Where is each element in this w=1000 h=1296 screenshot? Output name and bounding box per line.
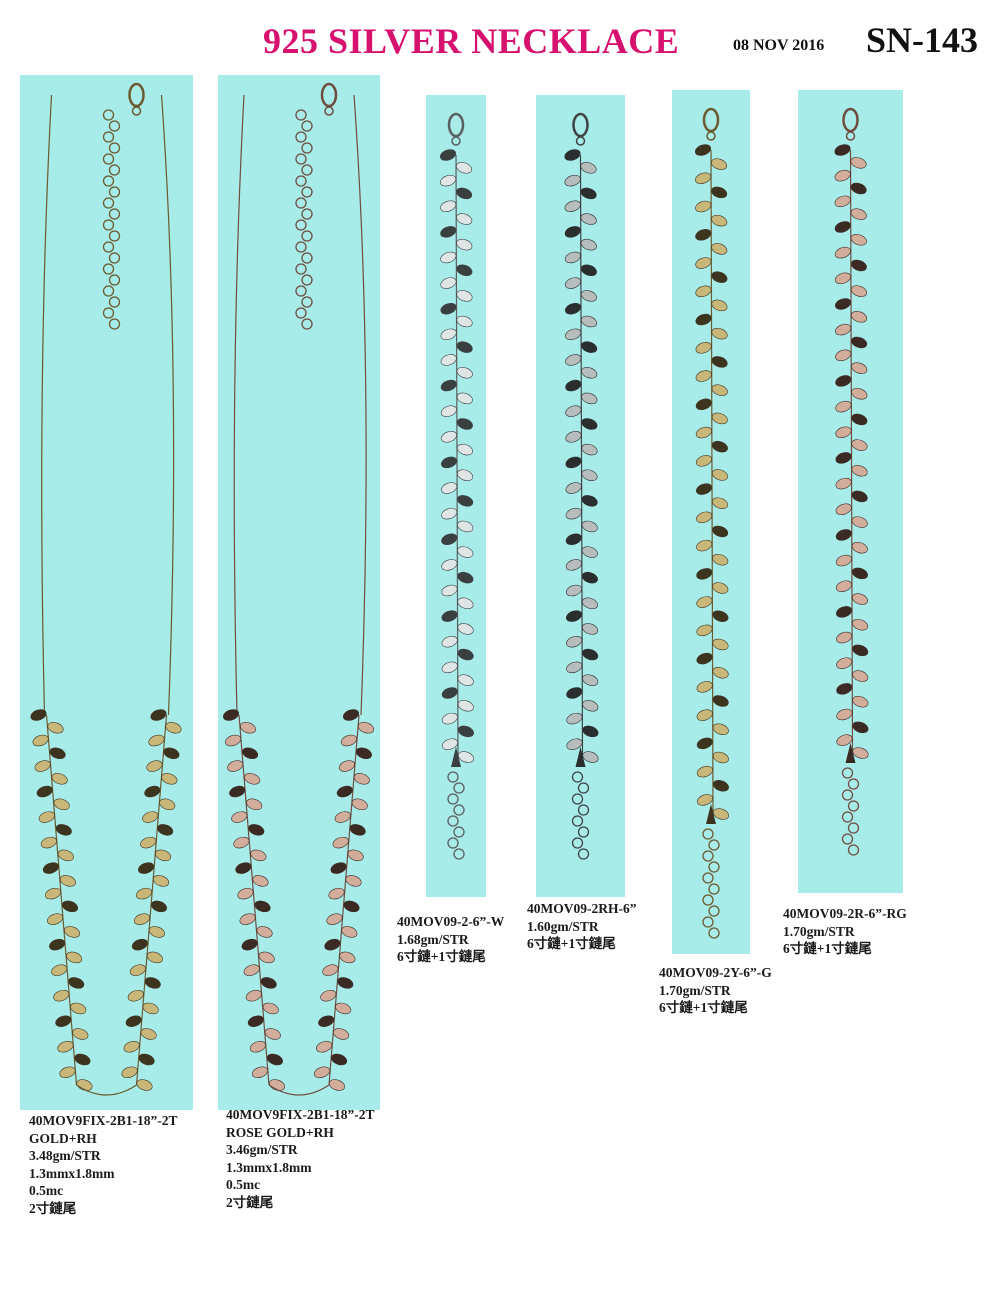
spec: 0.5mc [29,1183,64,1198]
extender-chain [447,771,465,860]
catalog-code: SN-143 [866,20,979,60]
product-photo-bracelet-rose [798,90,903,893]
product-photo-bracelet-rhodium [536,95,625,897]
necklace-chain [41,94,175,716]
weight: 1.60gm/STR [527,918,599,934]
chain-tag [845,743,856,763]
weight: 1.70gm/STR [783,923,855,939]
page-header: 925 SILVER NECKLACE 08 NOV 2016 SN-143 [0,18,1000,68]
extender-chain [841,767,860,856]
item-code: 40MOV09-2-6”-W [397,914,505,929]
necklace-rose-illustration [222,82,374,1096]
size: 1.3mmx1.8mm [29,1165,115,1181]
product-photo-bracelet-gold [672,90,750,954]
product-photo-necklace-rose [218,75,380,1110]
bracelet-rose-illustration [834,107,869,856]
weight: 1.68gm/STR [397,931,469,947]
leaf-charms-right [121,709,182,1091]
size: 1.3mmx1.8mm [226,1159,312,1175]
leaf-charms-right [314,709,374,1091]
note: 6寸鏈+1寸鏈尾 [783,941,872,956]
clasp-icon [842,107,859,141]
item-code: 40MOV09-2R-6”-RG [783,906,907,921]
product-caption-5: 40MOV09-2Y-6”-G 1.70gm/STR 6寸鏈+1寸鏈尾 [659,964,772,1017]
extender-chain [702,828,720,939]
product-photo-necklace-gold [20,75,193,1110]
bracelet-white-illustration [439,112,475,860]
product-photo-bracelet-white [426,95,486,897]
product-caption-1: 40MOV9FIX-2B1-18”-2T GOLD+RH 3.48gm/STR … [29,1112,178,1217]
catalog-date: 08 NOV 2016 [733,37,825,54]
item-code: 40MOV9FIX-2B1-18”-2T [226,1107,375,1122]
weight: 3.48gm/STR [29,1148,101,1163]
note: 6寸鏈+1寸鏈尾 [659,1000,748,1015]
chain-tag [575,747,586,767]
clasp-icon [702,107,720,141]
bracelet-rhodium-illustration [564,112,599,860]
leaf-charms-bottom [76,1084,137,1096]
item-code: 40MOV9FIX-2B1-18”-2T [29,1113,178,1128]
leaf-charms [564,149,599,763]
weight: 3.46gm/STR [226,1142,298,1157]
necklace-gold-illustration [30,82,182,1096]
plating: ROSE GOLD+RH [226,1124,334,1140]
extender-chain [571,771,590,860]
extender-chain [102,109,121,330]
bracelet-gold-illustration [694,107,730,939]
spec: 0.5mc [226,1177,261,1192]
clasp-icon [320,82,338,116]
item-code: 40MOV09-2Y-6”-G [659,965,772,980]
product-caption-3: 40MOV09-2-6”-W 1.68gm/STR 6寸鏈+1寸鏈尾 [397,913,504,966]
note: 2寸鏈尾 [226,1194,274,1210]
leaf-charms [439,149,475,763]
necklace-chain [233,94,367,716]
plating: GOLD+RH [29,1130,97,1146]
leaf-charms-left [222,709,286,1091]
clasp-icon [572,112,589,146]
item-code: 40MOV09-2RH-6” [527,901,637,916]
product-caption-6: 40MOV09-2R-6”-RG 1.70gm/STR 6寸鏈+1寸鏈尾 [783,905,907,958]
note: 2寸鏈尾 [29,1200,77,1216]
chain-tag [706,804,716,824]
note: 6寸鏈+1寸鏈尾 [527,936,616,951]
leaf-charms [694,144,730,820]
extender-chain [295,109,313,330]
clasp-icon [447,112,465,146]
product-caption-4: 40MOV09-2RH-6” 1.60gm/STR 6寸鏈+1寸鏈尾 [527,900,636,953]
leaf-charms [834,144,869,759]
leaf-charms-left [30,709,93,1091]
leaf-charms-bottom [268,1084,330,1096]
catalog-title: 925 SILVER NECKLACE [263,21,680,61]
weight: 1.70gm/STR [659,982,731,998]
chain-tag [451,747,461,767]
note: 6寸鏈+1寸鏈尾 [397,949,486,964]
clasp-icon [128,82,145,116]
product-caption-2: 40MOV9FIX-2B1-18”-2T ROSE GOLD+RH 3.46gm… [226,1106,375,1211]
